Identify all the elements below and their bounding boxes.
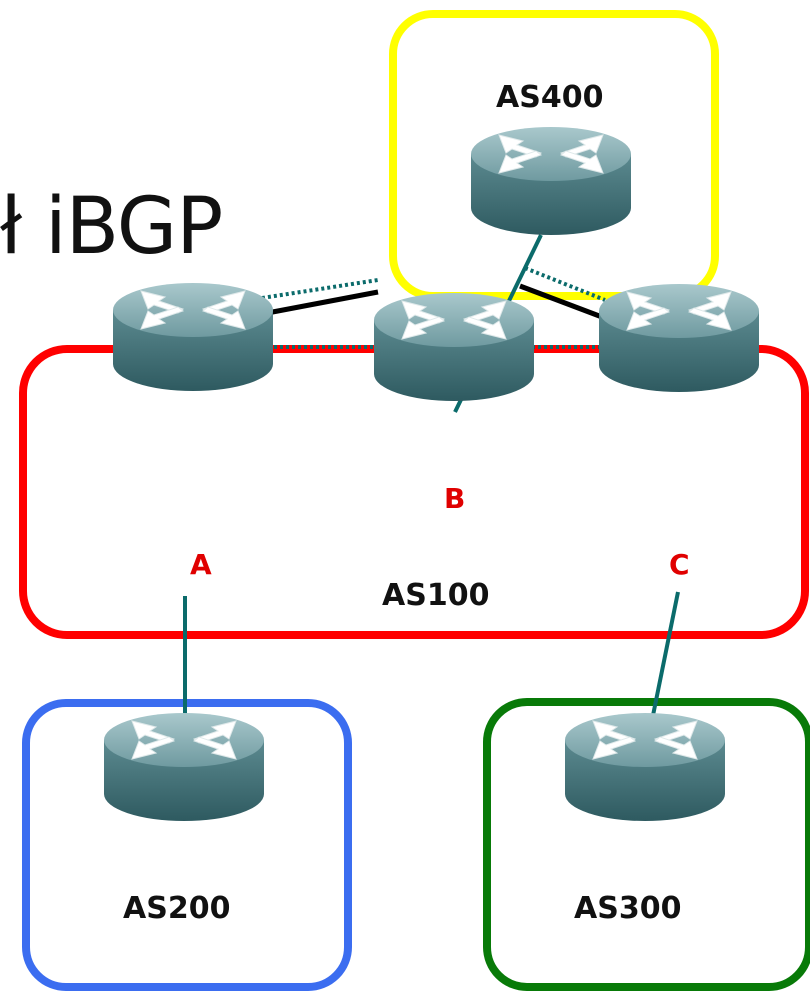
router-label-a: A	[190, 548, 212, 581]
router-icon	[373, 292, 535, 402]
page-title: ł iBGP	[0, 182, 223, 272]
router-icon	[470, 126, 632, 236]
router-icon	[564, 712, 726, 822]
router-label-c: C	[669, 548, 690, 581]
as200-label: AS200	[123, 891, 231, 926]
link-b-c	[519, 283, 603, 320]
as400-label: AS400	[496, 80, 604, 115]
router-label-b: B	[444, 482, 466, 515]
as400-box	[389, 10, 719, 300]
ibgp-session-a-b	[261, 278, 379, 300]
link-a-b	[261, 289, 379, 317]
router-icon	[598, 283, 760, 393]
ibgp-session-b-c	[524, 266, 606, 302]
router-icon	[103, 712, 265, 822]
as100-label: AS100	[382, 578, 490, 613]
as300-box	[483, 698, 810, 991]
as300-label: AS300	[574, 891, 682, 926]
router-icon	[112, 282, 274, 392]
